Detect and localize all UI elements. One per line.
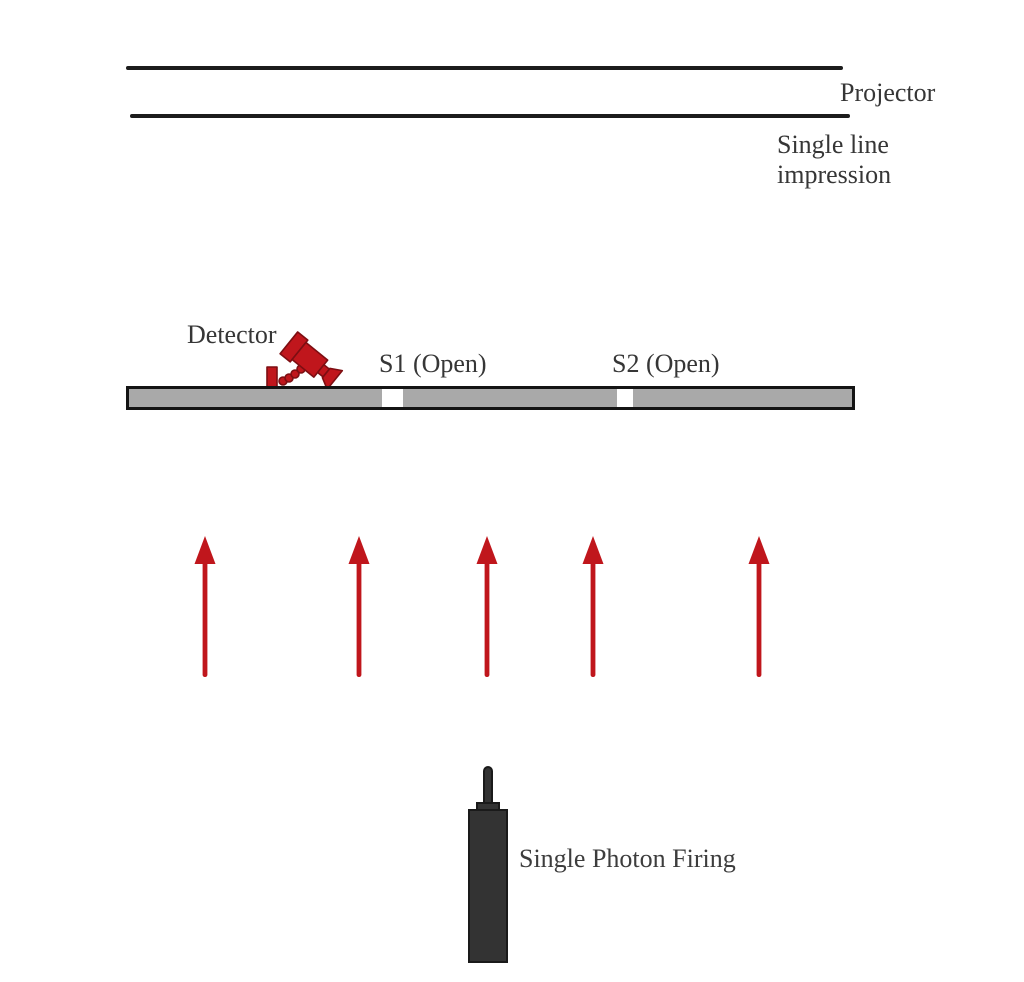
- impression-label-line2: impression: [777, 160, 892, 189]
- slit-s1-opening: [382, 389, 403, 407]
- impression-label: Single line impression: [777, 130, 917, 190]
- impression-label-line1: Single line: [777, 130, 889, 159]
- photon-gun-icon: [468, 809, 508, 963]
- detector-label: Detector: [187, 320, 277, 349]
- up-arrow-icon: [582, 536, 604, 677]
- up-arrow-icon: [748, 536, 770, 677]
- slit-s2-label: S2 (Open): [612, 349, 720, 378]
- up-arrow-icon: [476, 536, 498, 677]
- photon-gun-icon: [483, 766, 493, 806]
- up-arrow-icon: [348, 536, 370, 677]
- single-photon-firing-label: Single Photon Firing: [519, 844, 736, 873]
- projector-label: Projector: [840, 78, 936, 107]
- slit-s2-opening: [617, 389, 633, 407]
- impression-screen-line: [130, 114, 850, 118]
- projector-screen-line: [126, 66, 843, 70]
- slit-s1-label: S1 (Open): [379, 349, 487, 378]
- barrier-bar: [126, 386, 855, 410]
- security-camera-icon: [266, 331, 344, 393]
- up-arrow-icon: [194, 536, 216, 677]
